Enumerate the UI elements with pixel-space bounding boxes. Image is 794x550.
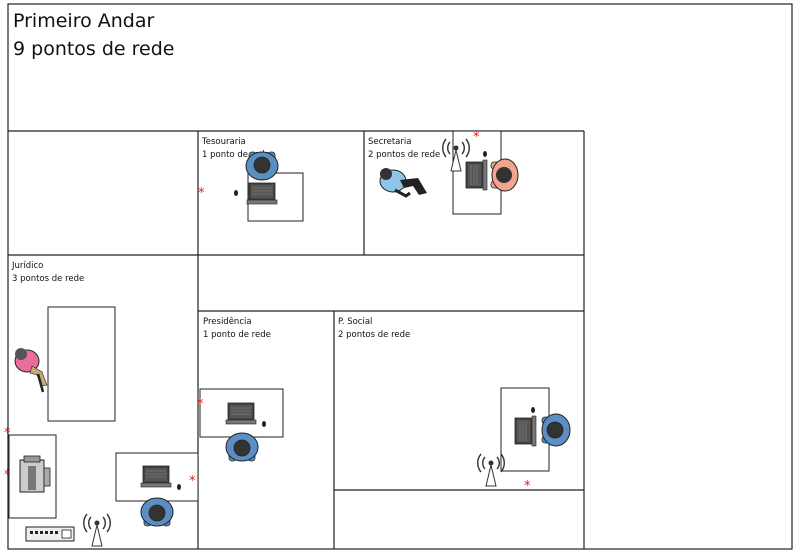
laptop-icon [140,465,172,488]
mouse-icon [483,151,487,157]
printer-icon [19,455,51,493]
walking-person-icon [379,168,427,198]
secretaria-workstation [379,130,519,215]
network-point-marker: * [197,397,204,412]
juridico-workstations [8,306,199,547]
room-points-secretaria: 2 pontos de rede [368,150,440,160]
building-outline [7,3,793,550]
network-point-marker: * [189,474,196,489]
network-point-marker: * [473,130,480,145]
network-point-marker: * [198,186,205,201]
room-name-presidencia: Presidência [203,316,252,327]
network-point-marker: * [4,468,11,483]
room-name-tesouraria: Tesouraria [201,137,246,147]
room-name-juridico: Jurídico [11,261,43,271]
psocial-workstation [477,387,571,487]
person-icon [541,413,571,447]
room-points-tesouraria: 1 ponto de rede [202,150,270,160]
mouse-icon [234,190,238,196]
person-icon [225,432,259,462]
room-name-psocial: P. Social [338,317,372,327]
person-icon [245,151,279,181]
room-points-presidencia: 1 ponto de rede [203,330,271,340]
laptop-icon [465,159,488,191]
wifi-access-point-icon [477,453,505,487]
network-point-marker: * [524,479,531,494]
desk [47,306,116,422]
room-points-juridico: 3 pontos de rede [12,274,84,284]
mouse-icon [177,484,181,490]
laptop-icon [246,182,278,205]
mouse-icon [531,407,535,413]
walking-person-icon [14,348,48,393]
network-switch-icon [25,526,75,542]
laptop-icon [225,402,257,425]
mouse-icon [262,421,266,427]
tesouraria-workstation [234,151,304,222]
person-icon [140,497,174,527]
laptop-icon [514,415,537,447]
room-points-psocial: 2 pontos de rede [338,330,410,340]
room-name-secretaria: Secretaria [368,137,411,147]
network-point-marker: * [4,426,11,441]
floor-subtitle: 9 pontos de rede [13,38,175,60]
person-icon [490,158,519,192]
wifi-access-point-icon [83,513,111,547]
floor-title: Primeiro Andar [13,10,154,32]
presidencia-workstation [199,388,284,462]
